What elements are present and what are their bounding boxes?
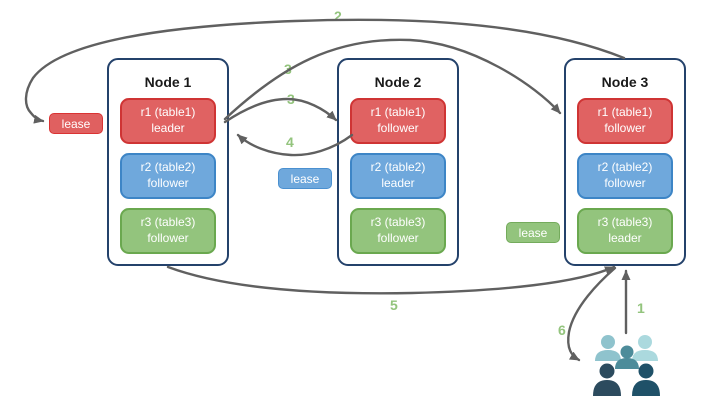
replica-role: follower: [147, 231, 189, 245]
node-3-box: Node 3 r1 (table1) follower r2 (table2) …: [564, 58, 686, 266]
node-2-replica-r1: r1 (table1) follower: [350, 98, 446, 144]
node-3-replica-r2: r2 (table2) follower: [577, 153, 673, 199]
node-2-replica-r2: r2 (table2) leader: [350, 153, 446, 199]
replica-name: r3 (table3): [370, 215, 426, 230]
replica-role: leader: [381, 176, 415, 190]
node-1-replica-r2: r2 (table2) follower: [120, 153, 216, 199]
step-label-6: 6: [558, 322, 566, 338]
replica-role: follower: [377, 121, 419, 135]
step-label-3a: 3: [284, 61, 292, 77]
step-label-3b: 3: [287, 91, 295, 107]
replica-role: leader: [151, 121, 185, 135]
lease-badge-table2: lease: [278, 168, 332, 189]
replica-role: follower: [147, 176, 189, 190]
replica-name: r1 (table1): [597, 105, 653, 120]
lease-badge-table3: lease: [506, 222, 560, 243]
replica-name: r1 (table1): [370, 105, 426, 120]
node-2-replica-r3: r3 (table3) follower: [350, 208, 446, 254]
replica-name: r2 (table2): [370, 160, 426, 175]
node-3-replica-r3: r3 (table3) leader: [577, 208, 673, 254]
replica-name: r3 (table3): [597, 215, 653, 230]
replica-role: follower: [604, 176, 646, 190]
step-label-2: 2: [334, 8, 342, 24]
replica-name: r2 (table2): [140, 160, 196, 175]
arrow-3-node1-to-node2: [223, 97, 338, 124]
node-3-replica-r1: r1 (table1) follower: [577, 98, 673, 144]
replica-name: r2 (table2): [597, 160, 653, 175]
step-label-1: 1: [637, 300, 645, 316]
replica-role: leader: [608, 231, 642, 245]
node-2-title: Node 2: [374, 74, 422, 90]
replica-name: r3 (table3): [140, 215, 196, 230]
node-1-title: Node 1: [144, 74, 192, 90]
arrow-6-node3-to-clients: [567, 266, 617, 362]
node-1-box: Node 1 r1 (table1) leader r2 (table2) fo…: [107, 58, 229, 266]
arrow-4-node2-to-node1: [236, 133, 354, 157]
replica-role: follower: [604, 121, 646, 135]
replica-role: follower: [377, 231, 419, 245]
node-3-title: Node 3: [601, 74, 649, 90]
node-1-replica-r3: r3 (table3) follower: [120, 208, 216, 254]
step-label-4: 4: [286, 134, 294, 150]
lease-badge-table1: lease: [49, 113, 103, 134]
node-1-replica-r1: r1 (table1) leader: [120, 98, 216, 144]
step-label-5: 5: [390, 297, 398, 313]
arrow-5-node1-to-node3: [166, 265, 616, 295]
users-group-icon: [593, 335, 660, 396]
node-2-box: Node 2 r1 (table1) follower r2 (table2) …: [337, 58, 459, 266]
replica-name: r1 (table1): [140, 105, 196, 120]
